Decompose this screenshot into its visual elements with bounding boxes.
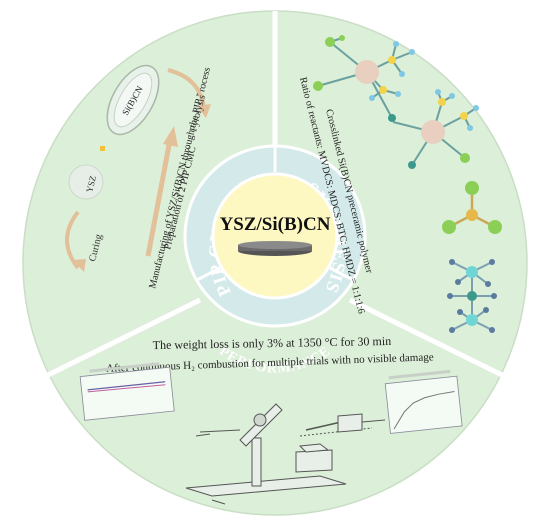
label-ysz: YSZ: [84, 175, 98, 194]
bottom-caption-1: The weight loss is only 3% at 1350 °C fo…: [153, 334, 392, 352]
center-title: YSZ/Si(B)CN: [220, 214, 331, 235]
arrow-curing: [65, 210, 80, 270]
arrow-process: [145, 139, 173, 257]
combustion-test-rig: [185, 403, 386, 505]
sibcn-tile: Si(B)CN: [106, 64, 160, 136]
arrow-pyrolysis: [167, 68, 206, 109]
temperature-chart-thumbnail: [384, 369, 463, 434]
ring-divider-left: [196, 266, 221, 282]
ring-divider-right: [329, 266, 354, 282]
weight-loss-chart-thumbnail: [79, 362, 175, 421]
ysz-blob: YSZ: [68, 164, 104, 200]
center-circle: [211, 172, 339, 300]
divider-left: [46, 297, 202, 378]
powder-icon: [100, 146, 105, 151]
divider-right: [348, 297, 504, 378]
